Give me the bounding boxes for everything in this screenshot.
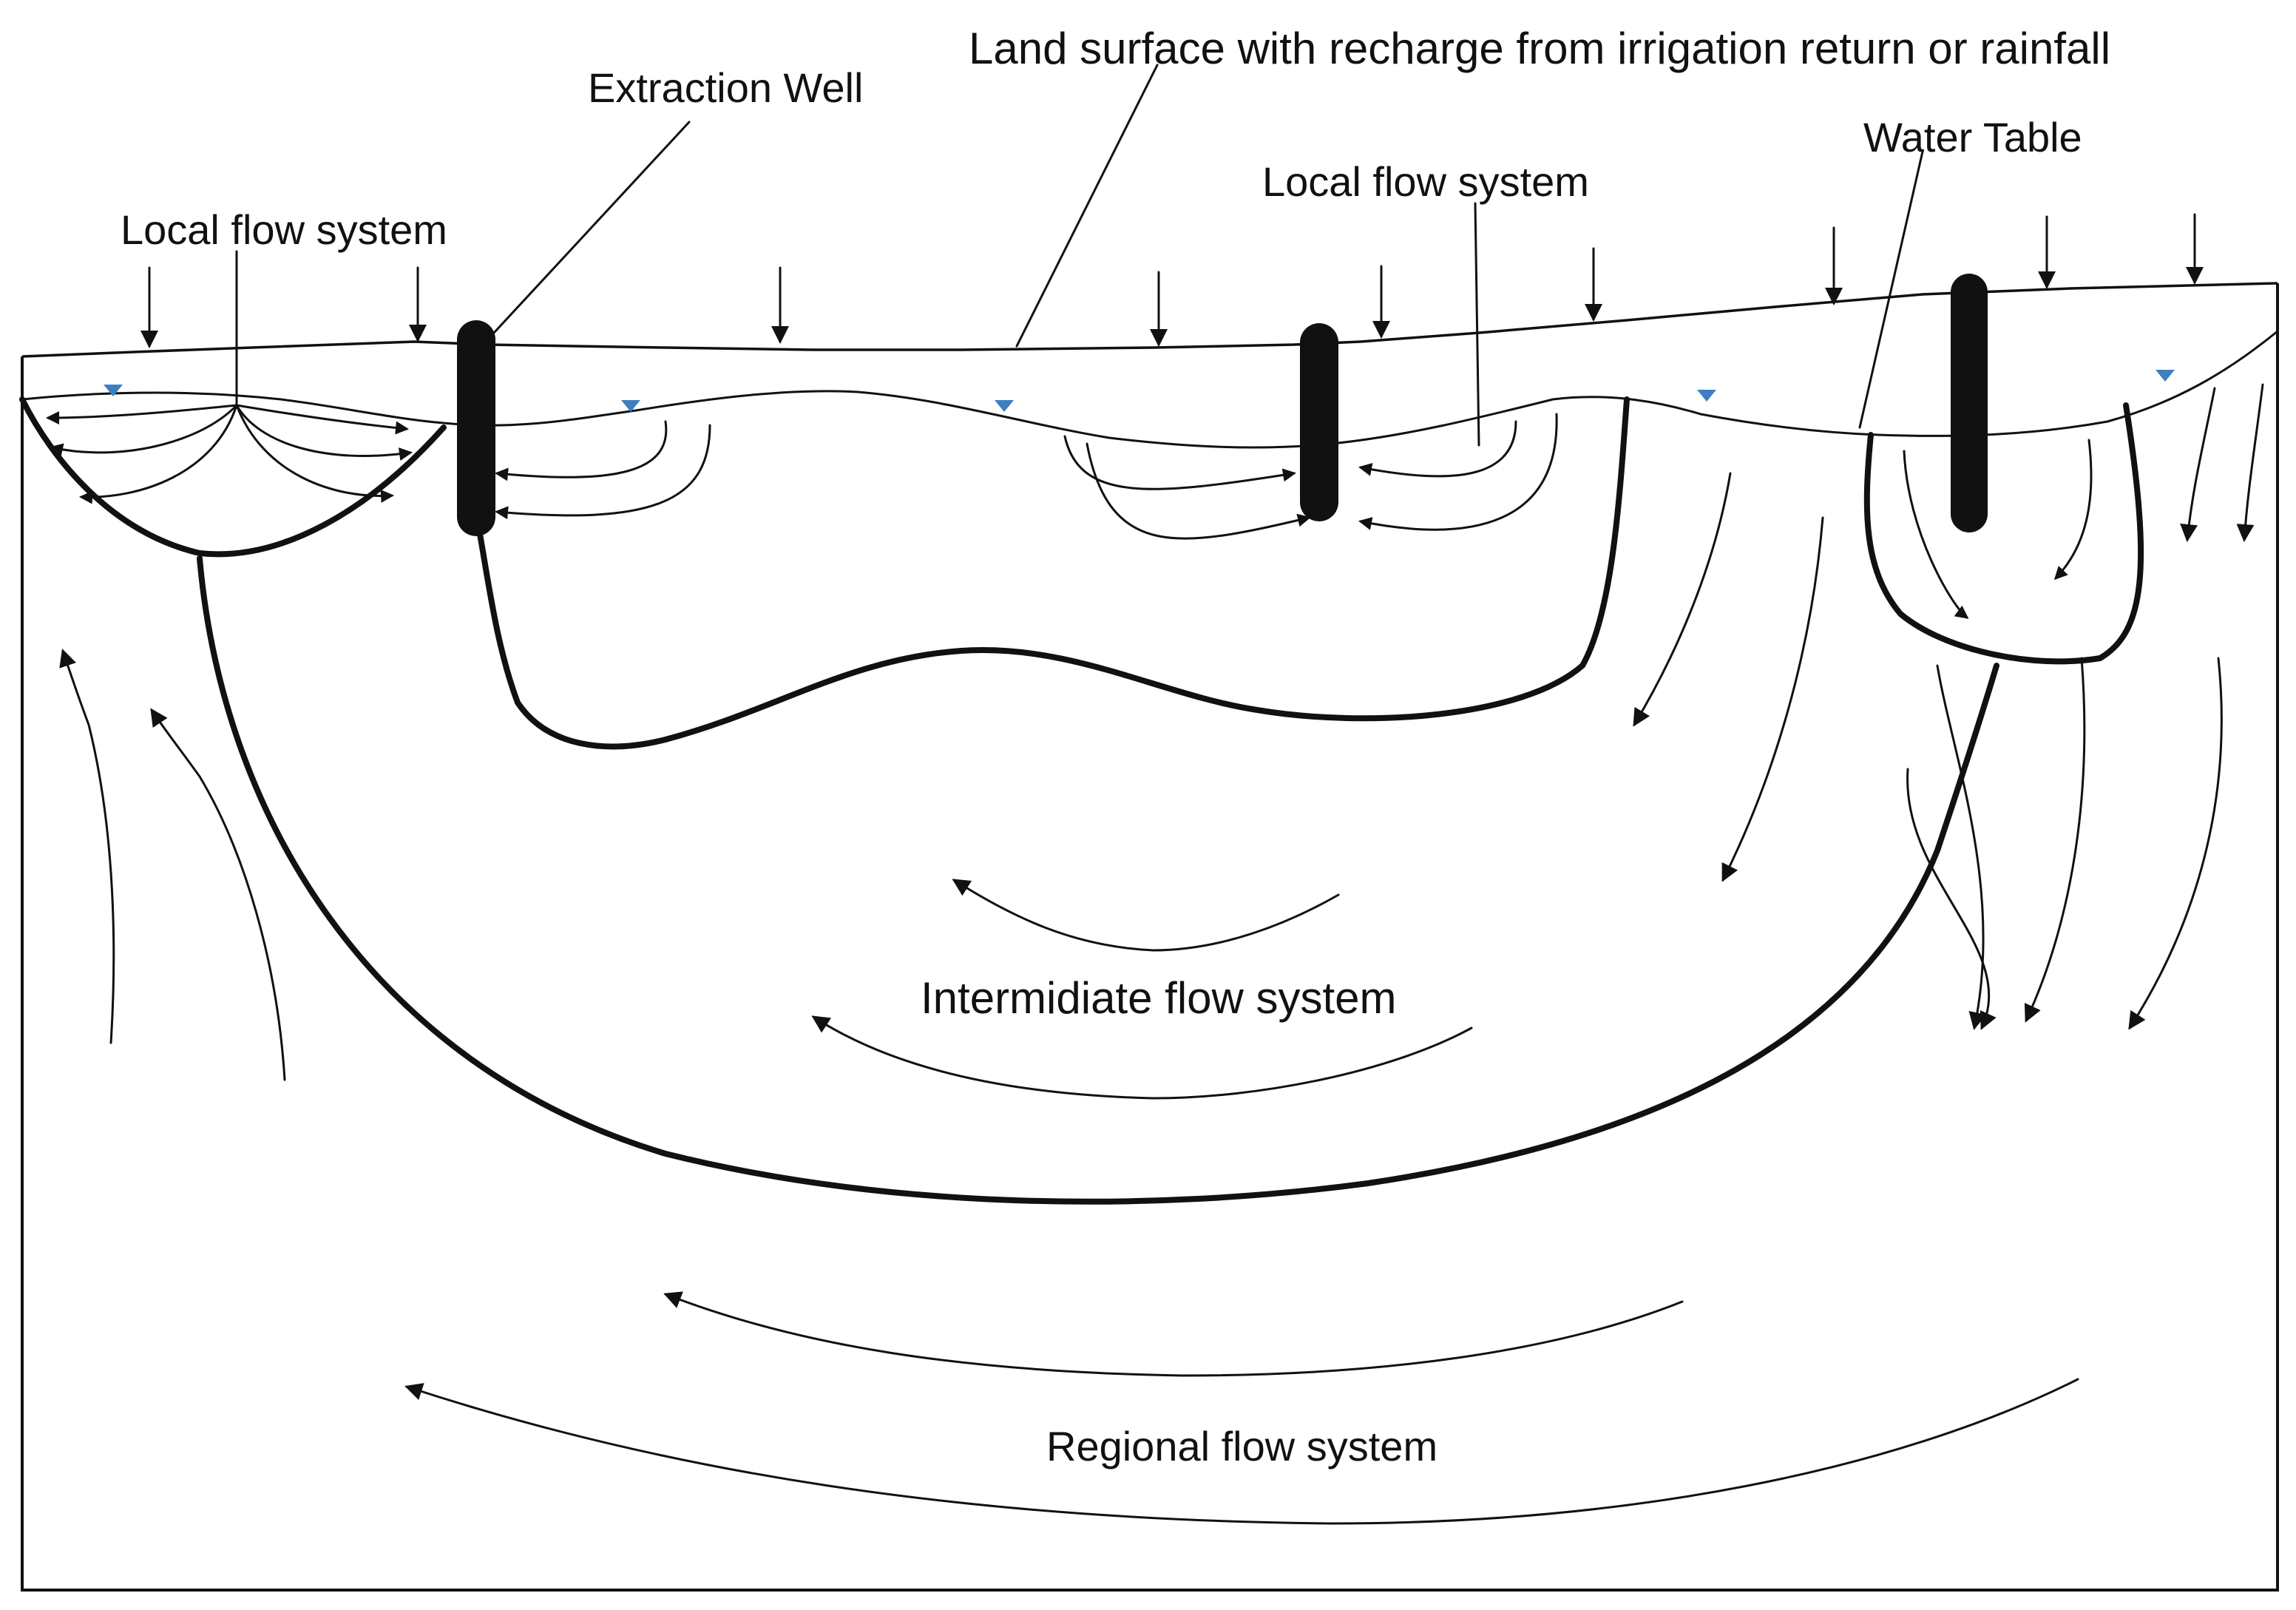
water-table-line: [21, 330, 2279, 449]
water-table-triangle-icon: [995, 400, 1014, 412]
label-water-table: Water Table: [1863, 114, 2082, 160]
recharge-arrows: [140, 213, 2204, 348]
water-table-triangle-icon: [2156, 370, 2175, 382]
extraction-well-icon: [1951, 274, 1988, 532]
flow-boundaries: [19, 396, 2144, 1205]
right-flow-arrows: [1633, 383, 2264, 1030]
label-intermediate-flow: Intermidiate flow system: [921, 973, 1397, 1023]
water-table-triangle-icon: [1697, 390, 1716, 402]
intermediate-flow-arrows: [811, 879, 1473, 1100]
land-surface-line: [21, 282, 2278, 358]
water-table-markers: [104, 370, 2175, 412]
water-table-triangle-icon: [104, 385, 123, 396]
label-local-flow-left: Local flow system: [121, 206, 447, 253]
extraction-well-icon: [1300, 323, 1338, 521]
right-local-bowl: [1863, 402, 2144, 665]
section-frame: [21, 283, 2279, 1592]
leader-lines: [235, 64, 1924, 447]
label-local-flow-mid: Local flow system: [1262, 158, 1589, 205]
mid-local-boundary: [474, 396, 1630, 750]
left-local-bowl: [19, 396, 447, 558]
extraction-well-icon: [457, 320, 495, 536]
water-table-triangle-icon: [621, 400, 640, 412]
label-land-surface: Land surface with recharge from irrigati…: [969, 24, 2110, 73]
well-capture-lines: [495, 413, 2093, 619]
label-extraction-well: Extraction Well: [588, 64, 863, 111]
regional-flow-arrows: [404, 1291, 2079, 1525]
label-regional-flow: Regional flow system: [1046, 1423, 1437, 1469]
left-flow-arrows: [59, 649, 286, 1081]
local-flow-lines-left: [46, 404, 413, 504]
intermediate-system-boundary: [197, 555, 1999, 1205]
